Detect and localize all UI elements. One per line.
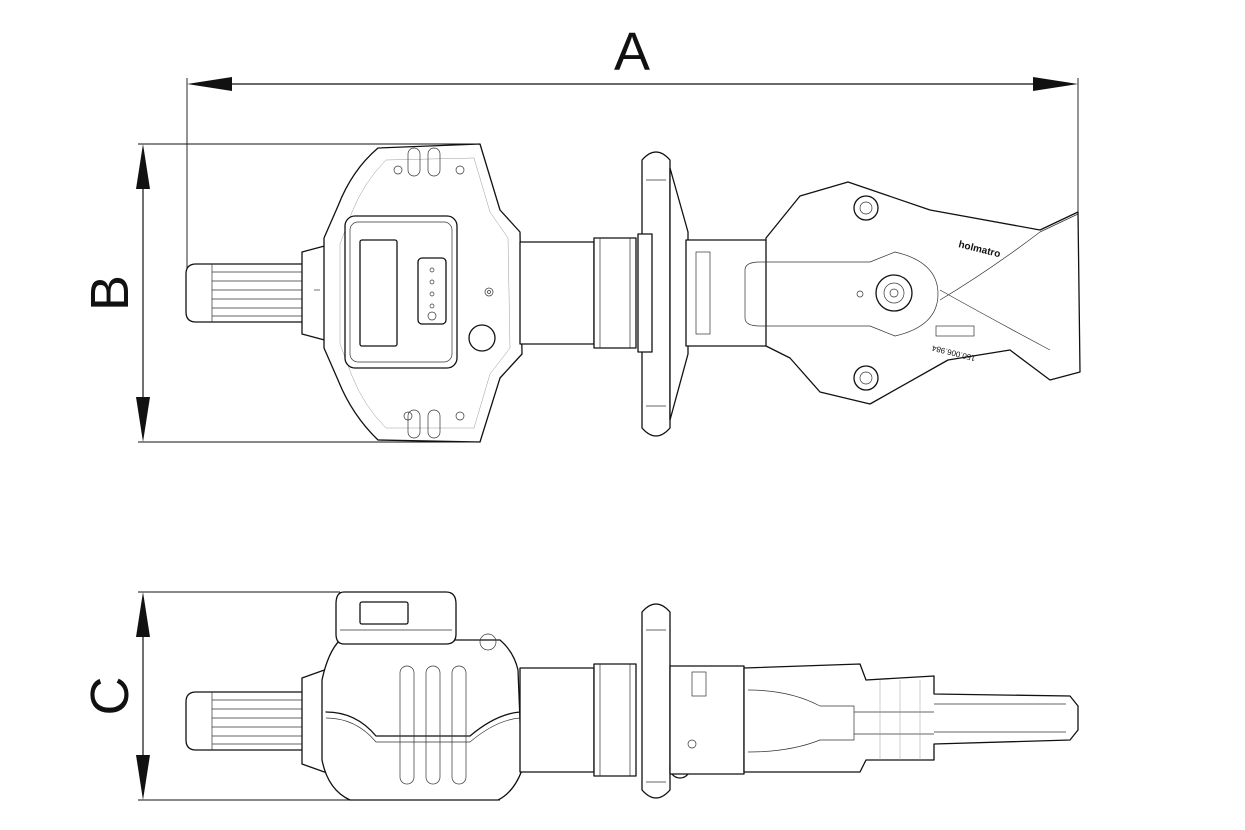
side-view (185, 591, 1079, 801)
display-screen (359, 239, 398, 347)
top-main-housing (323, 143, 523, 443)
side-rear-coupler (185, 667, 331, 775)
side-cutter-head (743, 663, 1079, 773)
side-cylinder (519, 663, 637, 777)
top-handle-ring (637, 151, 689, 437)
top-view: holmatro 150.006.984 (185, 143, 1081, 443)
status-led-panel (417, 257, 447, 325)
dimension-b: B (80, 143, 480, 443)
top-rod (685, 239, 771, 347)
dimension-c-label: C (80, 677, 140, 716)
dimension-a: A (186, 22, 1079, 290)
dimension-c: C (80, 591, 500, 801)
dimension-a-label: A (614, 22, 650, 82)
top-cutter-head: holmatro 150.006.984 (744, 181, 1081, 405)
top-rear-coupler (185, 243, 333, 343)
top-cylinder (519, 237, 637, 349)
dimension-b-label: B (80, 275, 140, 311)
side-rod (669, 665, 745, 775)
side-display-module (335, 591, 457, 645)
side-main-housing (321, 633, 523, 801)
power-button (468, 324, 496, 352)
